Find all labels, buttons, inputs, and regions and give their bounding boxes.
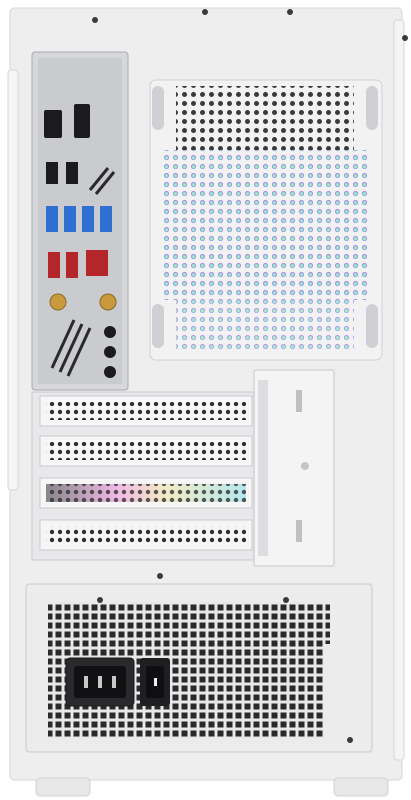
- case-screw: [283, 597, 289, 603]
- usb-port-blue: [46, 206, 58, 232]
- case-screw: [92, 17, 98, 23]
- power-switch[interactable]: [140, 658, 170, 706]
- usb-port-blue: [82, 206, 94, 232]
- audio-jack: [104, 346, 116, 358]
- bracket-thumbscrew-slot: [296, 520, 302, 542]
- case-screw: [157, 573, 163, 579]
- fan-mount-slot: [152, 86, 164, 130]
- left-side-rail: [7, 69, 19, 491]
- case-screw: [347, 737, 353, 743]
- case-screw: [202, 9, 208, 15]
- case-screw: [402, 35, 408, 41]
- exhaust-fan-grille: [149, 79, 383, 361]
- case-screw: [97, 597, 103, 603]
- bracket-thumbscrew-slot: [296, 390, 302, 412]
- usb-port-black: [46, 162, 58, 184]
- wifi-antenna-connector: [49, 293, 67, 311]
- expansion-slot-covers: [31, 391, 255, 561]
- hdmi-port: [44, 110, 62, 138]
- fan-mount-slot: [152, 304, 164, 348]
- usb-port-blue: [64, 206, 76, 232]
- ethernet-port: [86, 250, 108, 276]
- fan-mount-slot: [366, 86, 378, 130]
- wifi-antenna-connector: [99, 293, 117, 311]
- right-side-rail: [393, 19, 405, 761]
- displayport-port: [74, 104, 90, 138]
- slot-retention-bracket: [253, 369, 335, 567]
- case-screw: [287, 9, 293, 15]
- case-foot: [35, 777, 91, 797]
- shield-vent-slashes: [50, 167, 116, 377]
- audio-jack: [104, 326, 116, 338]
- psu-mount: [25, 583, 373, 753]
- usb-port-red: [48, 252, 60, 278]
- power-inlet: [65, 657, 135, 707]
- bracket-screw: [301, 462, 309, 470]
- audio-jack: [104, 366, 116, 378]
- fan-mount-slot: [366, 304, 378, 348]
- usb-port-red: [66, 252, 78, 278]
- io-shield: [31, 51, 129, 391]
- case-foot: [333, 777, 389, 797]
- usb-port-black: [66, 162, 78, 184]
- usb-port-blue: [100, 206, 112, 232]
